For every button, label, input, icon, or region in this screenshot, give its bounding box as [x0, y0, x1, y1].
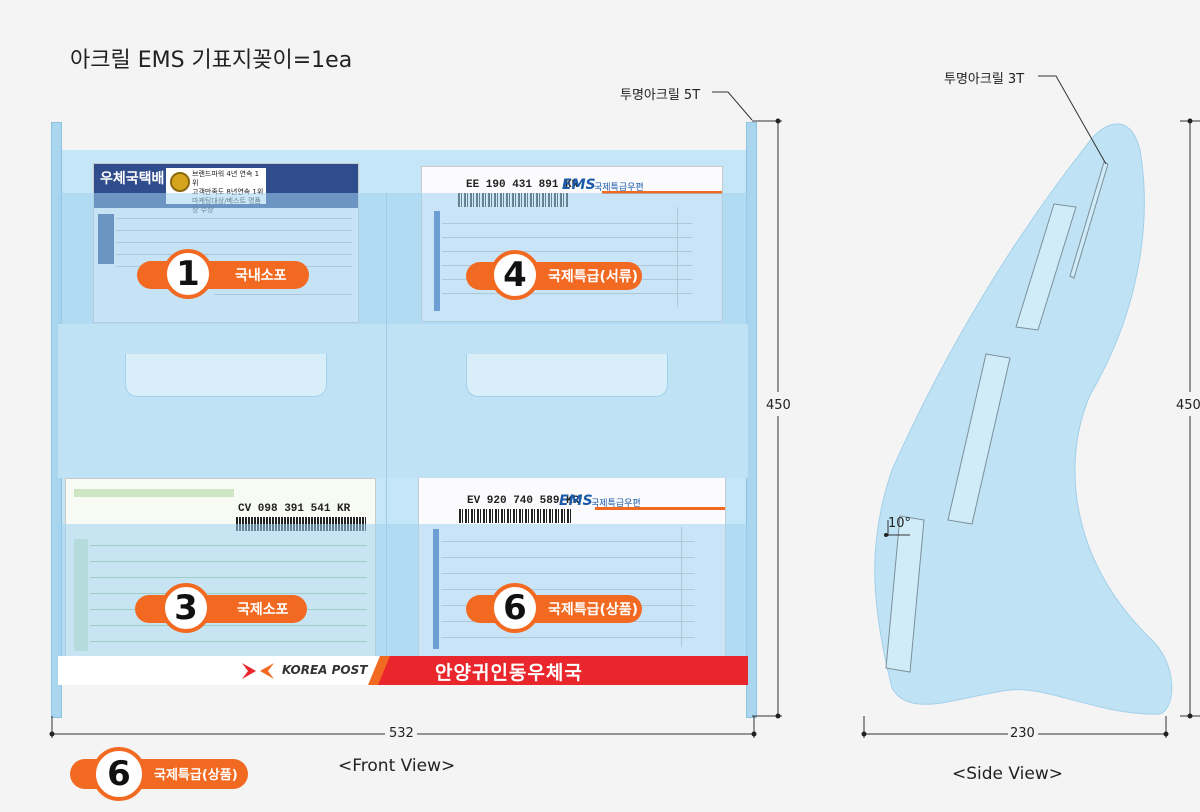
drawing-title: 아크릴 EMS 기표지꽂이=1ea	[70, 48, 353, 73]
finger-notch-left	[125, 354, 327, 397]
slot-badge-4: 4 국제특급(서류)	[466, 250, 642, 300]
ems-docs-tracking-number: EE 190 431 891 KR	[466, 179, 579, 191]
slot-label-1: 국내소포	[235, 268, 287, 284]
banner-office-name: 안양귀인동우체국	[435, 662, 583, 684]
side-width-dimension: 230	[1010, 726, 1035, 741]
finger-notch-right	[466, 354, 668, 397]
side-view-drawing	[861, 75, 1200, 738]
side-height-dimension: 450	[1176, 398, 1200, 413]
front-view-caption: <Front View>	[338, 756, 456, 776]
ems-docs-subtitle: 국제특급우편	[594, 183, 644, 193]
side-view-caption: <Side View>	[952, 764, 1063, 784]
ems-goods-subtitle: 국제특급우편	[591, 499, 641, 509]
side-angle-label: 10°	[888, 516, 912, 531]
ems-goods-logo: EMS	[559, 493, 593, 509]
intl-parcel-tracking-number: CV 098 391 541 KR	[238, 503, 351, 515]
front-acrylic-label: 투명아크릴 5T	[620, 88, 701, 103]
slot-label-4: 국제특급(서류)	[548, 269, 639, 285]
side-acrylic-label: 투명아크릴 3T	[944, 72, 1025, 87]
banner-red-band	[368, 656, 748, 685]
ems-goods-tracking-number: EV 920 740 589 KR	[467, 495, 580, 507]
slot-number-3: 3	[161, 583, 211, 633]
legend-badge-number: 6	[92, 747, 146, 801]
parcel-form-title: 우체국택배	[100, 171, 165, 187]
front-dimension-lines	[49, 91, 782, 738]
front-height-dimension: 450	[766, 398, 791, 413]
slot-label-3: 국제소포	[237, 602, 289, 618]
slot-number-1: 1	[163, 249, 213, 299]
slot-badge-1: 1 국내소포	[137, 249, 309, 299]
slot-badge-3: 3 국제소포	[135, 583, 307, 633]
slot-label-6: 국제특급(상품)	[548, 602, 639, 618]
korea-post-logo-icon	[242, 663, 274, 679]
ems-goods-barcode	[459, 509, 571, 523]
ems-docs-logo: EMS	[562, 177, 596, 193]
legend-badge: 6 국제특급(상품)	[70, 747, 248, 801]
slot-number-6: 6	[490, 583, 540, 633]
award-medal-icon	[170, 172, 190, 192]
acrylic-divider-panel	[58, 324, 748, 478]
slot-number-4: 4	[490, 250, 540, 300]
legend-badge-label: 국제특급(상품)	[154, 768, 238, 783]
korea-post-banner: KOREA POST 안양귀인동우체국	[58, 656, 748, 685]
slot-badge-6: 6 국제특급(상품)	[466, 583, 642, 633]
front-width-dimension: 532	[389, 726, 414, 741]
banner-brand: KOREA POST	[282, 663, 368, 677]
